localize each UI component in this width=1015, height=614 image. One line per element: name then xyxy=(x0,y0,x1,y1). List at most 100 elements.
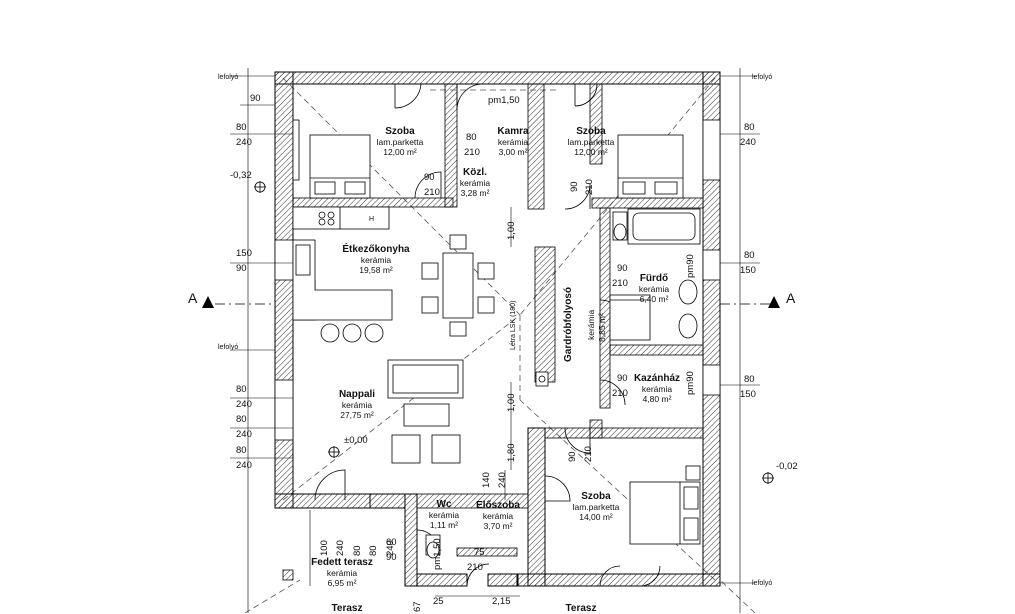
room-material: kerámia xyxy=(641,384,673,394)
dining-table xyxy=(421,234,495,337)
room-area: 12,00 m² xyxy=(383,147,417,157)
dimension-lines xyxy=(230,68,760,613)
dim-80: 80 xyxy=(236,414,247,425)
dim-100: 100 xyxy=(319,540,330,556)
dim-25: 25 xyxy=(433,596,444,607)
room-area: 3,00 m² xyxy=(498,147,528,157)
room-area: 12,00 m² xyxy=(574,147,608,157)
kitchen-counter xyxy=(292,206,393,343)
dim-210: 210 xyxy=(467,562,483,573)
room-material: kerámia xyxy=(428,510,460,520)
drain-label: lefolyó xyxy=(218,344,239,351)
section-arrow-right xyxy=(768,296,780,308)
room-material: kerámia xyxy=(586,309,596,340)
room-szoba-se: Szoba lam.parketta 14,00 m² xyxy=(566,491,626,523)
dim-80: 80 xyxy=(744,122,755,133)
dim-60: 60 xyxy=(386,537,397,548)
parapet-label: pm1,50 xyxy=(488,95,520,106)
level-east: -0,02 xyxy=(776,461,798,472)
room-material: lam.parketta xyxy=(567,137,615,147)
dim-210: 210 xyxy=(584,179,595,195)
room-szoba-nw: Szoba lam.parketta 12,00 m² xyxy=(370,126,430,158)
section-arrow-left xyxy=(202,296,214,308)
room-material: kerámia xyxy=(326,568,358,578)
dim-180: 1,80 xyxy=(506,443,517,463)
room-furdo: Fürdő kerámia 6,40 m² xyxy=(627,273,681,305)
dim-80: 80 xyxy=(236,445,247,456)
dim-80: 80 xyxy=(466,132,477,143)
room-name: Szoba xyxy=(576,126,606,137)
room-etkezo: Étkezőkonyha kerámia 19,58 m² xyxy=(336,244,416,276)
room-area: 8,85 m² xyxy=(597,313,607,342)
dim-240: 240 xyxy=(236,137,252,148)
room-name: Szoba xyxy=(581,491,611,502)
room-material: kerámia xyxy=(459,178,491,188)
dim-75: 75 xyxy=(474,547,485,558)
dim-90: 90 xyxy=(424,172,435,183)
dim-90: 90 xyxy=(250,93,261,104)
room-name: Gardróbfolyosó xyxy=(563,286,574,362)
drain-label: lefolyó xyxy=(752,580,773,587)
room-area: 14,00 m² xyxy=(579,512,613,522)
boiler xyxy=(535,371,549,387)
room-terasz-left: Terasz xyxy=(322,604,372,614)
room-material: lam.parketta xyxy=(572,502,620,512)
room-name: Kamra xyxy=(497,126,529,137)
room-area: 6,95 m² xyxy=(327,578,357,588)
dim-150: 150 xyxy=(236,248,252,259)
room-material: lam.parketta xyxy=(376,137,424,147)
dim-210: 210 xyxy=(424,187,440,198)
dim-90: 90 xyxy=(567,451,578,462)
wc-fixtures xyxy=(425,534,441,559)
drain-label: lefolyó xyxy=(218,74,239,81)
inner-walls xyxy=(292,83,704,557)
room-material: kerámia xyxy=(497,137,529,147)
room-kozl: Közl. kerámia 3,28 m² xyxy=(448,167,502,199)
room-name: Wc xyxy=(436,499,452,510)
dim-210: 210 xyxy=(464,147,480,158)
room-name: Szoba xyxy=(385,126,415,137)
dim-240: 240 xyxy=(236,399,252,410)
dim-80: 80 xyxy=(744,250,755,261)
room-name: Étkezőkonyha xyxy=(342,244,410,255)
room-eloszoba: Előszoba kerámia 3,70 m² xyxy=(468,501,528,532)
room-gardrob-area: 8,85 m² xyxy=(597,313,607,342)
dim-90: 90 xyxy=(617,263,628,274)
room-area: 4,80 m² xyxy=(642,394,672,404)
room-name: Nappali xyxy=(338,389,376,400)
bed-ne xyxy=(617,134,684,199)
room-szoba-ne: Szoba lam.parketta 12,00 m² xyxy=(561,126,621,158)
bathroom-fixtures xyxy=(609,208,701,341)
parapet-label: pm1,50 xyxy=(432,538,443,570)
dim-215: 2,15 xyxy=(492,596,511,607)
dim-90: 90 xyxy=(569,181,580,192)
bed-nw xyxy=(309,134,371,199)
living-room-furniture xyxy=(387,359,464,464)
room-area: 3,70 m² xyxy=(483,521,513,531)
room-name: Fedett terasz xyxy=(311,557,373,568)
level-west: -0,32 xyxy=(230,170,252,181)
drain-label: lefolyó xyxy=(752,74,773,81)
room-name: Fürdő xyxy=(639,273,669,284)
parapet-label: pm90 xyxy=(685,371,696,395)
dim-210: 210 xyxy=(583,446,594,462)
dim-240: 240 xyxy=(236,429,252,440)
room-area: 6,40 m² xyxy=(639,294,669,304)
dim-90: 90 xyxy=(386,552,397,563)
ladder-label: Létra LSK (180) xyxy=(510,300,517,350)
dim-80: 80 xyxy=(236,384,247,395)
section-label-right: A xyxy=(786,290,796,306)
dim-150: 150 xyxy=(740,389,756,400)
dim-150: 150 xyxy=(740,265,756,276)
dim-80: 80 xyxy=(368,545,379,556)
room-gardrob-material: kerámia xyxy=(586,310,596,340)
hood-label: H xyxy=(369,216,375,223)
room-kazanhaz: Kazánház kerámia 4,80 m² xyxy=(627,374,687,405)
room-name: Közl. xyxy=(463,167,487,178)
room-nappali: Nappali kerámia 27,75 m² xyxy=(327,389,387,421)
dim-210: 210 xyxy=(612,388,628,399)
level-nappali: ±0,00 xyxy=(344,435,368,446)
room-area: 1,11 m² xyxy=(429,520,459,530)
room-kamra: Kamra kerámia 3,00 m² xyxy=(486,126,540,158)
